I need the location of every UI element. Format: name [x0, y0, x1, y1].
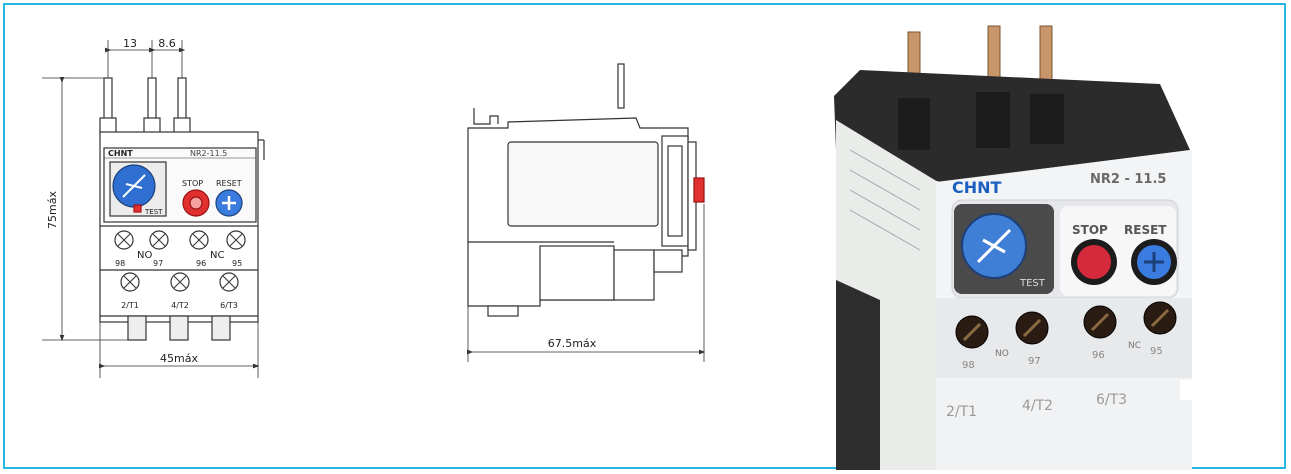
front-terminal-96: 96: [196, 259, 206, 268]
photo-terminal-2t1: 2/T1: [946, 404, 977, 420]
photo-terminal-95: 95: [1150, 346, 1163, 357]
front-test-label: TEST: [144, 208, 163, 216]
photo-terminal-98: 98: [962, 360, 975, 371]
front-terminal-4t2: 4/T2: [171, 301, 189, 310]
photo-stop-label: STOP: [1072, 223, 1108, 237]
dim-pitch-right: 8.6: [158, 37, 176, 50]
front-view-drawing: [42, 40, 265, 378]
front-terminal-6t3: 6/T3: [220, 301, 238, 310]
photo-reset-label: RESET: [1124, 223, 1167, 237]
dim-depth: 67.5máx: [548, 337, 597, 350]
photo-no-label: NO: [995, 349, 1009, 359]
front-stop-label: STOP: [182, 179, 203, 188]
front-terminal-95: 95: [232, 259, 242, 268]
side-view-drawing: [466, 63, 706, 362]
front-terminal-98: 98: [115, 259, 125, 268]
photo-terminal-97: 97: [1028, 356, 1041, 367]
photo-brand: CHNT: [952, 178, 1002, 197]
photo-terminal-6t3: 6/T3: [1096, 392, 1127, 408]
photo-terminal-96: 96: [1092, 350, 1105, 361]
dim-pitch-left: 13: [123, 37, 137, 50]
front-brand: CHNT: [108, 149, 133, 158]
photo-model: NR2 - 11.5: [1090, 172, 1166, 187]
dim-height: 75máx: [46, 191, 59, 229]
product-photo: [834, 25, 1194, 470]
front-terminal-97: 97: [153, 259, 163, 268]
photo-nc-label: NC: [1128, 341, 1141, 351]
front-nc-label: NC: [210, 250, 224, 261]
front-model: NR2-11.5: [190, 149, 227, 158]
photo-test-label: TEST: [1019, 278, 1046, 289]
photo-terminal-4t2: 4/T2: [1022, 398, 1053, 414]
front-no-label: NO: [137, 250, 152, 261]
front-reset-label: RESET: [216, 179, 242, 188]
dim-width: 45máx: [160, 352, 198, 365]
front-terminal-2t1: 2/T1: [121, 301, 139, 310]
